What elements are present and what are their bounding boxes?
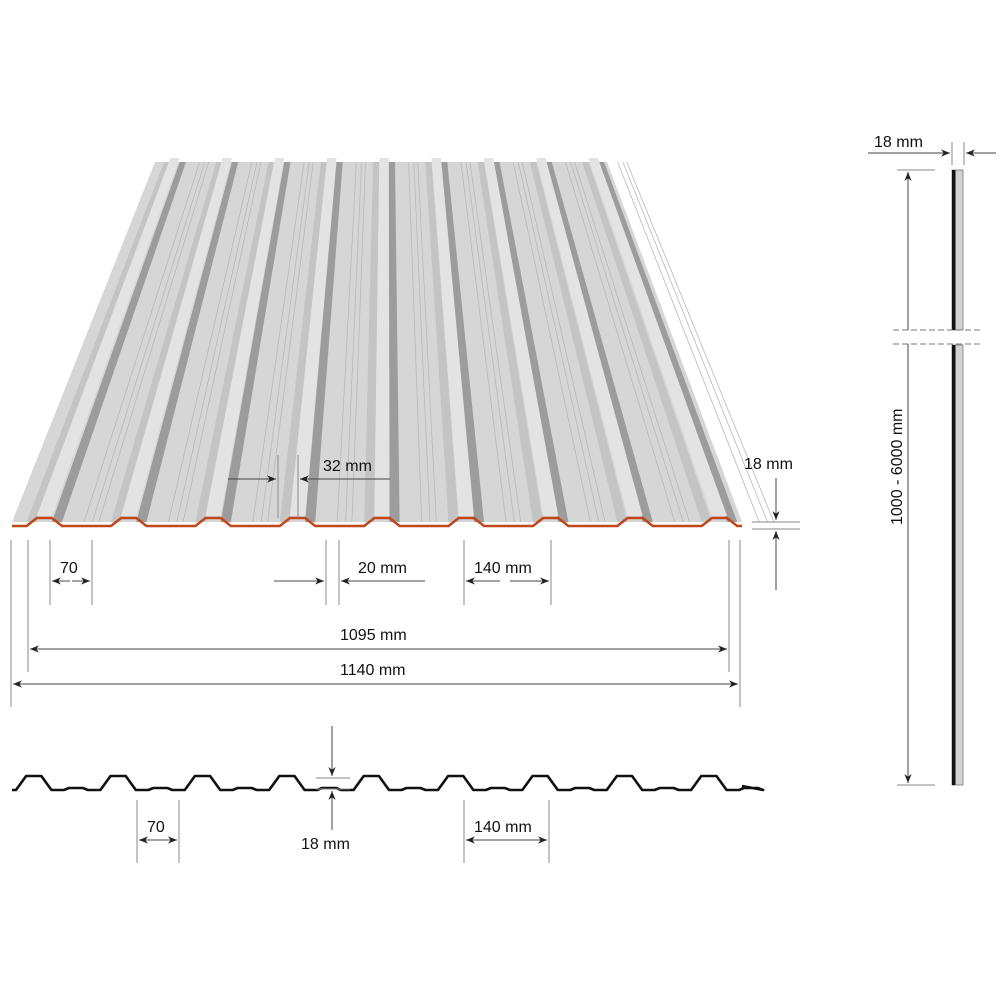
label-effective-width: 1095 mm (340, 627, 407, 644)
cross-section-profile (12, 774, 765, 792)
label-cross-pitch: 140 mm (474, 819, 532, 836)
label-total-width: 1140 mm (340, 662, 406, 679)
side-view: 18 mm 1000 - 6000 mm (868, 134, 996, 786)
dim-cross-height: 18 mm (301, 726, 350, 853)
label-rib-top-width: 32 mm (323, 458, 372, 475)
dim-sub-rib-70: 70 (49, 540, 93, 605)
sheet-ribs (26, 158, 775, 523)
dim-pitch-140: 140 mm (463, 540, 552, 605)
label-valley-width: 20 mm (358, 560, 407, 577)
dim-rib-height-right: 18 mm (744, 456, 800, 590)
sheet-edge-profile (12, 516, 742, 528)
label-side-thickness: 18 mm (874, 134, 923, 151)
label-cross-70: 70 (147, 819, 165, 836)
dim-cross-140: 140 mm (463, 800, 550, 863)
dim-effective-width: 1095 mm (27, 540, 730, 672)
dim-cross-70: 70 (136, 800, 180, 863)
dim-rib-top-32: 32 mm (228, 455, 390, 518)
label-rib-height-right: 18 mm (744, 456, 793, 473)
label-rib-pitch: 140 mm (474, 560, 532, 577)
label-sub-rib-70: 70 (60, 560, 78, 577)
dim-total-width: 1140 mm (10, 540, 741, 707)
dim-valley-20: 20 mm (274, 540, 425, 605)
label-sheet-length: 1000 - 6000 mm (889, 408, 906, 525)
perspective-sheet (12, 158, 775, 528)
label-cross-height: 18 mm (301, 836, 350, 853)
